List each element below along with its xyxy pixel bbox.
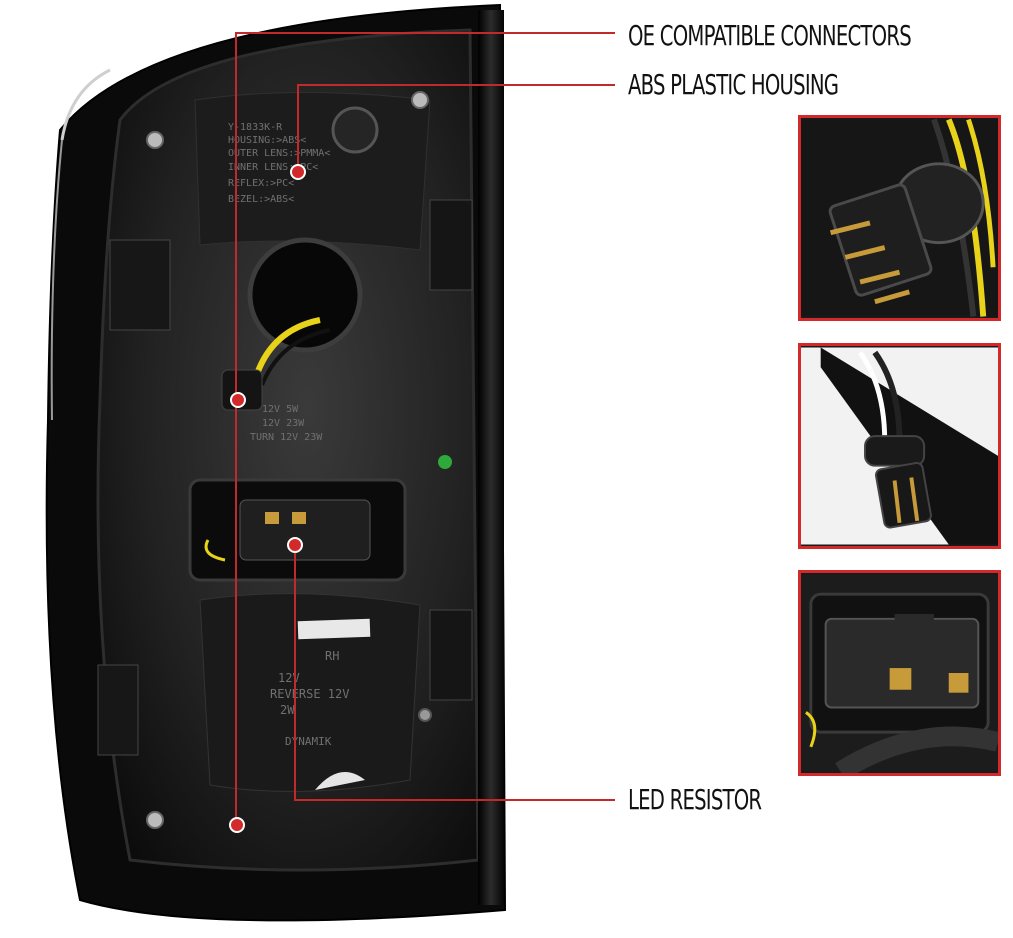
- callout-abs-housing: ABS PLASTIC HOUSING: [628, 68, 839, 101]
- lower-marking: 12V: [278, 671, 300, 685]
- bulb-socket: [247, 237, 363, 353]
- bulb-spec: 12V 5W: [262, 404, 299, 415]
- lens-opening: [315, 772, 365, 790]
- callout-dot: [230, 392, 246, 408]
- resistor-block: [239, 499, 371, 561]
- housing-label-line: OUTER LENS:>PMMA<: [228, 148, 330, 159]
- bulb-spec: 12V 23W: [262, 418, 305, 429]
- chrome-edge: [60, 68, 111, 141]
- callout-dot: [229, 817, 245, 833]
- detail-photo-resistor: [798, 570, 1001, 776]
- callout-dot: [290, 164, 306, 180]
- callout-led-resistor: LED RESISTOR: [628, 783, 762, 816]
- bulb-spec: TURN 12V 23W: [250, 432, 323, 443]
- housing-label-line: REFLEX:>PC<: [228, 178, 294, 189]
- green-marker: [438, 455, 452, 469]
- lower-marking: 2W: [280, 703, 295, 717]
- leader-line-connectors: [235, 32, 615, 400]
- lower-marking: RH: [325, 649, 339, 663]
- leader-line-housing: [297, 84, 615, 172]
- detail-photo-connector: [798, 115, 1001, 321]
- leader-line-resistor: [294, 545, 615, 801]
- screw: [146, 811, 164, 829]
- side-clip-bottom: [429, 609, 473, 701]
- detail-photo-socket: [798, 343, 1001, 549]
- screw: [418, 708, 432, 722]
- housing-label-line: HOUSING:>ABS<: [228, 135, 306, 146]
- callout-dot: [287, 537, 303, 553]
- part-sticker: [297, 618, 371, 640]
- side-clip-top: [429, 199, 473, 291]
- housing-label-line: INNER LENS:>PC<: [228, 162, 318, 173]
- screw: [411, 91, 429, 109]
- lower-panel: [199, 593, 421, 792]
- left-clip-bottom: [97, 664, 139, 756]
- housing-label-line: BEZEL:>ABS<: [228, 194, 294, 205]
- lower-marking: REVERSE 12V: [270, 687, 349, 701]
- housing-label-line: Y-1833K-R: [228, 122, 283, 133]
- vent-cap: [331, 106, 379, 154]
- left-clip-top: [109, 239, 171, 331]
- brand-mark: DYNAMIK: [285, 735, 332, 748]
- callout-oe-connectors: OE COMPATIBLE CONNECTORS: [628, 19, 912, 52]
- screw: [146, 131, 164, 149]
